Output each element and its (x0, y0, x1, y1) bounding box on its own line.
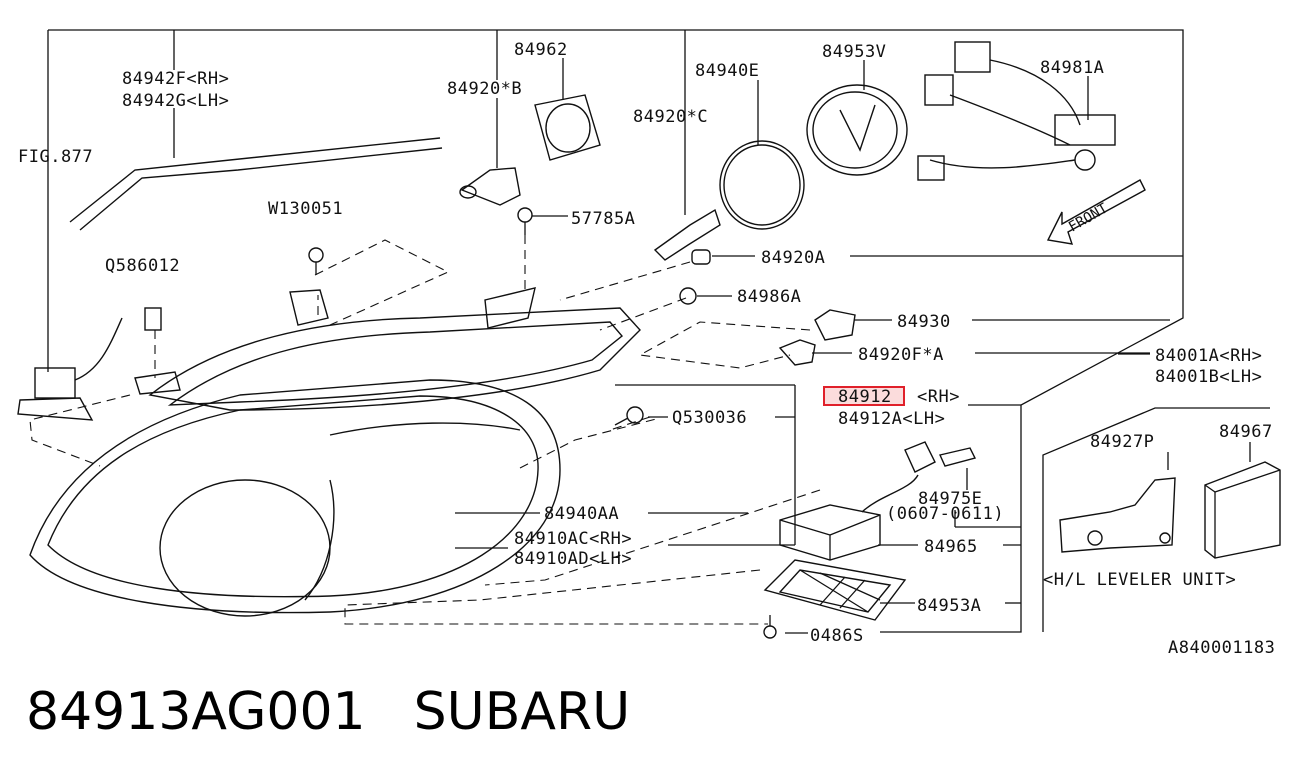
bulb-84920a (691, 249, 711, 265)
label-84981a: 84981A (1040, 58, 1104, 78)
label-84920f: 84920F*A (858, 345, 944, 365)
label-84975e: 84975E (918, 489, 982, 509)
harness-84981a (917, 41, 1116, 181)
label-84940aa: 84940AA (544, 504, 619, 524)
label-84965: 84965 (924, 537, 978, 557)
screw-0486s (763, 615, 777, 639)
bulb-84920f (778, 339, 816, 366)
bulb-84920c (653, 208, 721, 261)
part-number: 84913AG001 (26, 682, 366, 742)
label-84001b: 84001B<LH> (1155, 367, 1262, 387)
frame-lines (47, 29, 1270, 634)
ballast-84965 (779, 504, 881, 561)
label-84927p: 84927P (1090, 432, 1154, 452)
label-84920c: 84920*C (633, 107, 708, 127)
label-84953v: 84953V (822, 42, 886, 62)
label-84001a: 84001A<RH> (1155, 346, 1262, 366)
label-84953a: 84953A (917, 596, 981, 616)
label-84920a: 84920A (761, 248, 825, 268)
cover-84953a (763, 559, 907, 621)
footer: 84913AG001 SUBARU (26, 682, 630, 742)
bolt-57785a (517, 207, 568, 235)
label-q530036: Q530036 (672, 408, 747, 428)
label-84942f: 84942F<RH> (122, 69, 229, 89)
bolt-w130051 (308, 247, 324, 275)
highlight-84912 (823, 386, 905, 406)
label-0486s: 0486S (810, 626, 864, 646)
label-84910ad: 84910AD<LH> (514, 549, 632, 569)
screw-q530036 (614, 406, 644, 426)
leveler-unit-84967 (1204, 461, 1281, 559)
connector-left (17, 317, 123, 421)
label-84912: 84912 (838, 387, 892, 407)
label-57785a: 57785A (571, 209, 635, 229)
label-84910ac: 84910AC<RH> (514, 529, 632, 549)
label-84942g: 84942G<LH> (122, 91, 229, 111)
label-84975e-date: (0607-0611) (886, 504, 1004, 524)
cap-84962 (534, 94, 601, 161)
fig-877-trim-strip (69, 137, 443, 231)
socket-84930 (814, 309, 856, 341)
label-84986a: 84986A (737, 287, 801, 307)
label-84967: 84967 (1219, 422, 1273, 442)
igniter-84975e (861, 441, 977, 513)
label-front: FRONT (1066, 200, 1111, 235)
label-84912-rh: <RH> (917, 387, 960, 407)
ring-84940e (719, 140, 805, 230)
label-q586012: Q586012 (105, 256, 180, 276)
part-labels: FIG.877 84942F<RH> 84942G<LH> 84962 8492… (18, 40, 1275, 658)
label-84920b: 84920*B (447, 79, 522, 99)
label-84912a: 84912A<LH> (838, 409, 945, 429)
brand-name: SUBARU (413, 682, 631, 742)
socket-84986a (679, 287, 697, 305)
label-84940e: 84940E (695, 61, 759, 81)
label-diagram-code: A840001183 (1168, 638, 1275, 658)
label-fig-877: FIG.877 (18, 147, 93, 167)
label-84962: 84962 (514, 40, 568, 60)
headlamp-housing (29, 287, 641, 617)
label-84930: 84930 (897, 312, 951, 332)
bulb-84920b (459, 167, 521, 206)
bracket-84927p (1059, 477, 1176, 553)
cover-84953v (806, 84, 908, 176)
dashed-assembly-lines (29, 235, 821, 625)
front-arrow (1046, 179, 1146, 245)
bracket-q586012 (134, 307, 181, 395)
label-leveler-unit: <H/L LEVELER UNIT> (1043, 570, 1236, 590)
label-w130051: W130051 (268, 199, 343, 219)
